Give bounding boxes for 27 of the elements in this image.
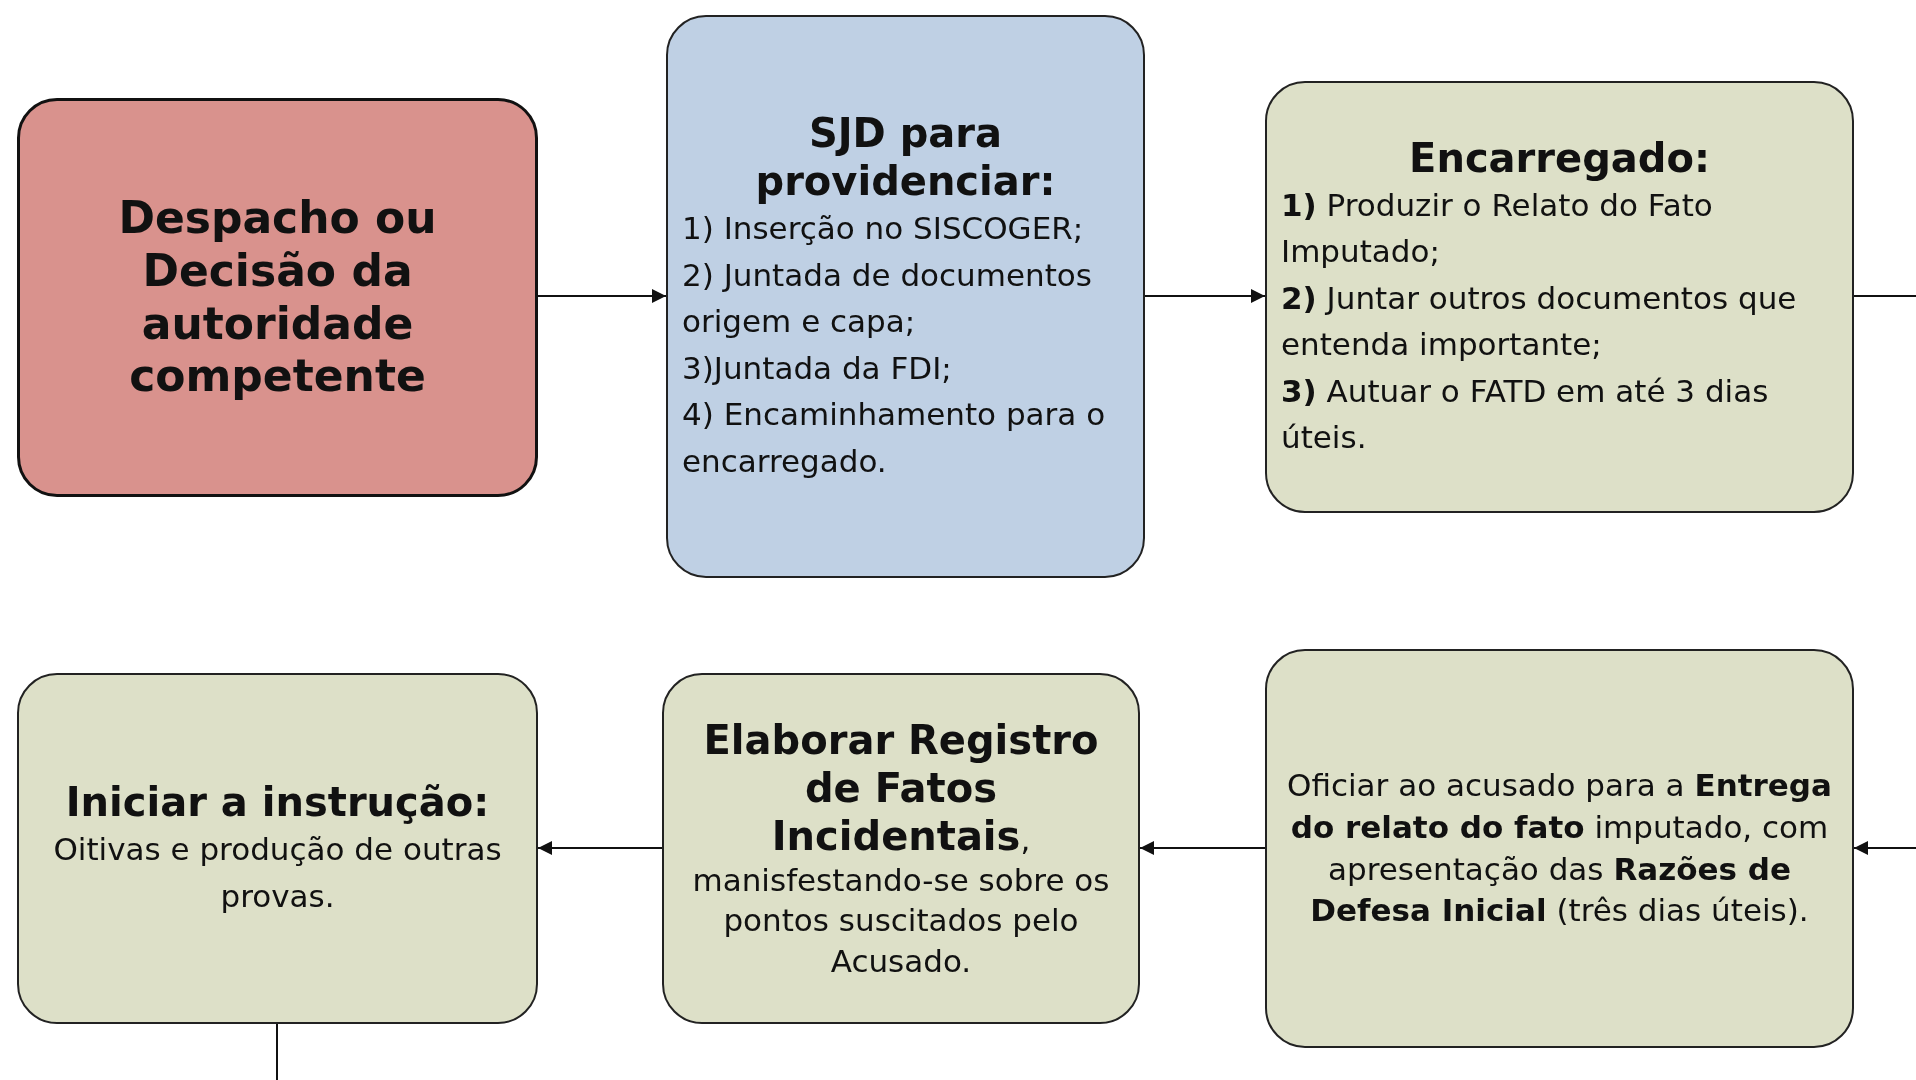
connector-line bbox=[276, 1023, 278, 1080]
box-text: Oitivas e produção de outras provas. bbox=[52, 830, 503, 916]
list-item: 3)Juntada da FDI; bbox=[682, 348, 953, 388]
box-title: Despacho ou Decisão da autoridade competente bbox=[117, 191, 438, 404]
box-text: Oficiar ao acusado para a Entrega do relato do fato imputado, com apresentação das Razões de Defesa Inicial (três dias úteis). bbox=[1286, 765, 1833, 931]
arrow bbox=[1139, 841, 1266, 855]
box-title: Iniciar a instrução: bbox=[64, 778, 491, 826]
process-box bbox=[17, 673, 538, 1024]
list-item: 3) Autuar o FATD em até 3 dias úteis. bbox=[1281, 371, 1770, 457]
process-box bbox=[1265, 81, 1854, 513]
process-box bbox=[17, 98, 538, 497]
list-item: 2) Juntada de documentos origem e capa; bbox=[682, 255, 1093, 341]
list-item: 2) Juntar outros documentos que entenda importante; bbox=[1281, 278, 1798, 364]
arrow bbox=[1853, 841, 1916, 855]
list-item: 1) Produzir o Relato do Fato Imputado; bbox=[1281, 185, 1714, 271]
process-box bbox=[1265, 649, 1854, 1048]
list-item: 4) Encaminhamento para o encarregado. bbox=[682, 395, 1107, 481]
list-item: 1) Inserção no SISCOGER; bbox=[682, 209, 1085, 248]
arrow bbox=[537, 289, 667, 303]
process-box bbox=[662, 673, 1140, 1024]
box-title: Encarregado: bbox=[1408, 133, 1711, 182]
arrow bbox=[537, 841, 663, 855]
connector-line bbox=[1853, 295, 1916, 297]
box-text: Elaborar Registro de Fatos Incidentais, manisfestando-se sobre os pontos suscitados pelo Acusado. bbox=[691, 716, 1111, 981]
process-box bbox=[666, 15, 1145, 578]
arrow bbox=[1144, 289, 1266, 303]
box-title: SJD para providenciar: bbox=[754, 109, 1057, 205]
